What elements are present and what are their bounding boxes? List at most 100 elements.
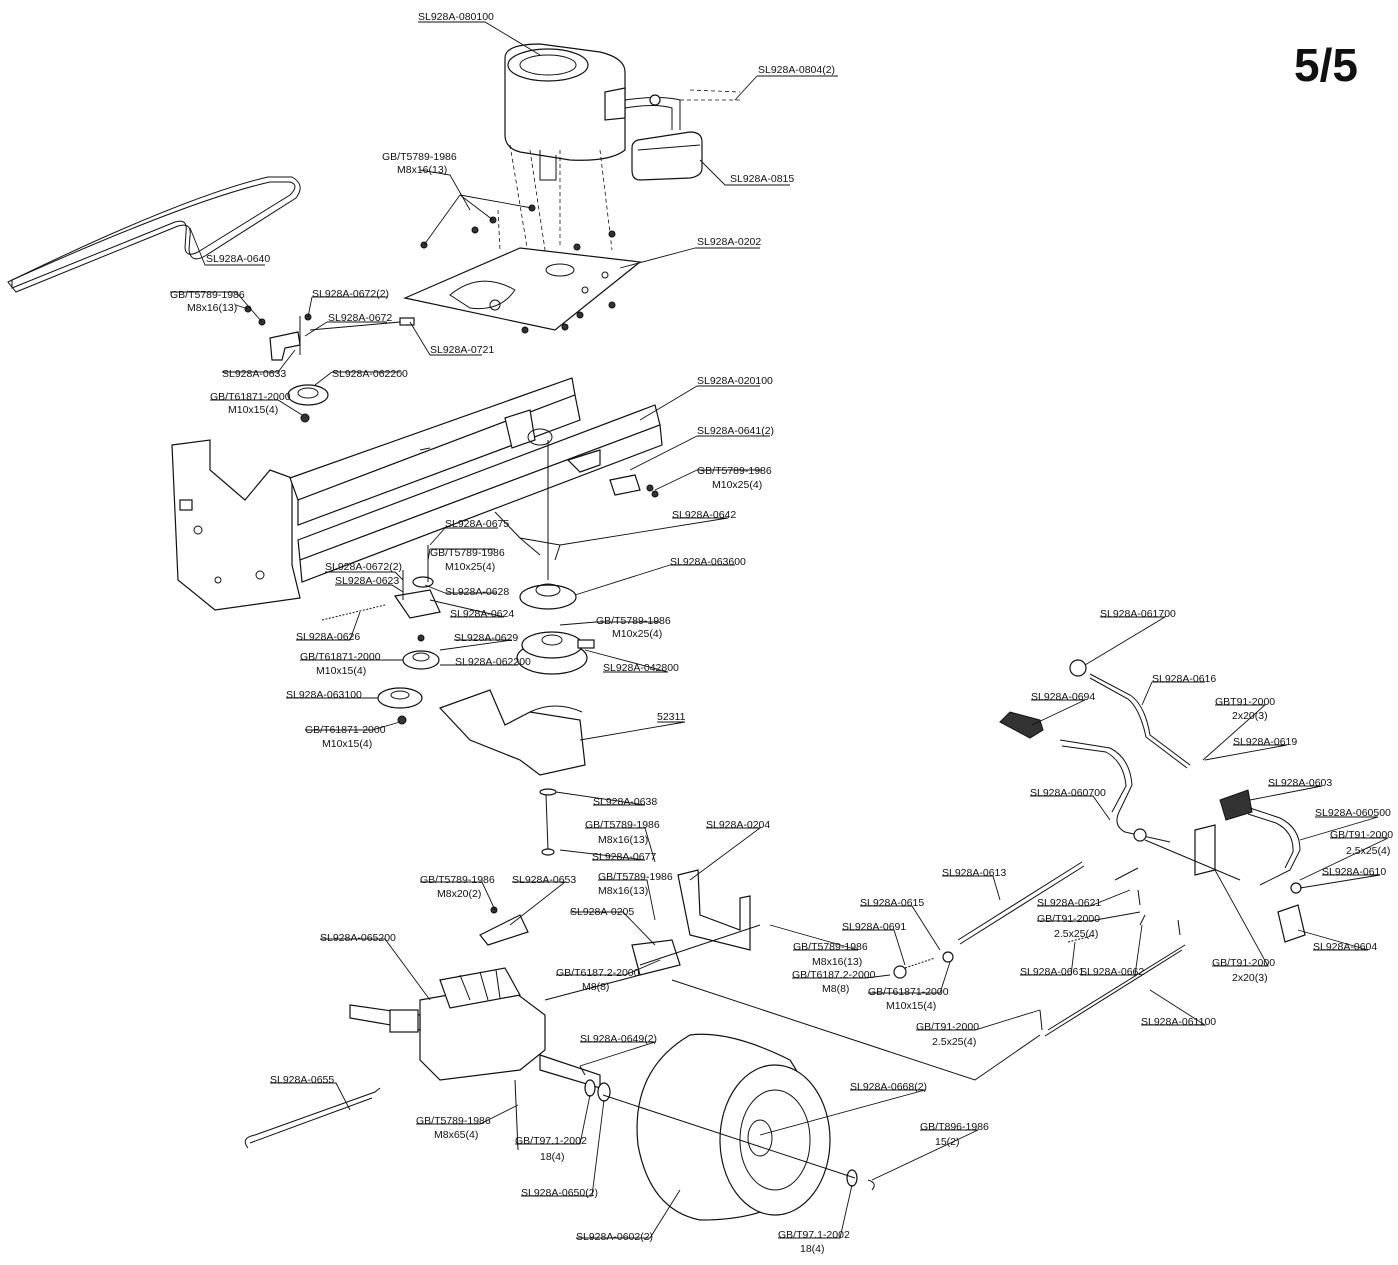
part-label: SL928A-0204	[706, 819, 770, 831]
bracket-0205	[631, 924, 761, 976]
part-label: SL928A-061700	[1100, 608, 1176, 620]
part-label: SL928A-063600	[670, 556, 746, 568]
part-label: SL928A-0202	[697, 236, 761, 248]
part-label: SL928A-042800	[603, 662, 679, 674]
part-label: GB/T5789-1986	[430, 547, 505, 559]
part-label: SL928A-065200	[320, 932, 396, 944]
part-label: GB/T61871-2000	[305, 724, 386, 736]
part-label: 18(4)	[800, 1243, 825, 1255]
engine-assembly	[504, 43, 681, 181]
part-label: M8x16(13)	[598, 885, 648, 897]
part-label: M8x16(13)	[187, 302, 237, 314]
bracket-0653	[479, 906, 529, 946]
drive-belt	[7, 176, 301, 293]
part-label: GB/T6187.2-2000	[556, 967, 640, 979]
part-label: GB/T61871-2000	[868, 986, 949, 998]
part-label: M8x20(2)	[437, 888, 481, 900]
pad-0604	[1277, 904, 1306, 943]
part-label: 2x20(3)	[1232, 972, 1268, 984]
part-label: GB/T97.1-2002	[778, 1229, 850, 1241]
part-label: SL928A-0629	[454, 632, 518, 644]
part-label: SL928A-0638	[593, 796, 657, 808]
spring-0661	[1067, 867, 1146, 943]
page-number: 5/5	[1294, 39, 1358, 91]
part-label: SL928A-0602(2)	[576, 1231, 653, 1243]
part-label: M8x16(13)	[397, 164, 447, 176]
part-label: SL928A-0721	[430, 344, 494, 356]
part-label: GB/T61871-2000	[300, 651, 381, 663]
engine-mount-plate	[403, 247, 642, 331]
pin-0638	[539, 788, 557, 856]
part-label: SL928A-0628	[445, 586, 509, 598]
part-label: SL928A-0623	[335, 575, 399, 587]
part-label: SL928A-0668(2)	[850, 1081, 927, 1093]
pulley-063100	[377, 687, 423, 725]
part-label: GB/T5789-1986	[598, 871, 673, 883]
part-label: GB/T91-2000	[916, 1021, 979, 1033]
part-label: GB/T91-2000	[1212, 957, 1275, 969]
part-label: M8x16(13)	[812, 956, 862, 968]
part-label: SL928A-0661	[1020, 966, 1084, 978]
part-label: SL928A-0613	[942, 867, 1006, 879]
part-label: SL928A-020100	[697, 375, 773, 387]
part-label: SL928A-0650(2)	[521, 1187, 598, 1199]
part-label: SL928A-0815	[730, 173, 794, 185]
part-label: GB/T6187.2-2000	[792, 969, 876, 981]
pulley-left-upper	[287, 384, 329, 423]
springs-0691-0615	[893, 951, 954, 979]
part-label: SL928A-0621	[1037, 897, 1101, 909]
part-label: M10x25(4)	[445, 561, 495, 573]
part-label: SL928A-063100	[286, 689, 362, 701]
part-label: M10x15(4)	[228, 404, 278, 416]
part-label: SL928A-0672	[328, 312, 392, 324]
part-label: SL928A-0616	[1152, 673, 1216, 685]
rod-061100	[1039, 944, 1186, 1037]
part-label: 52311	[657, 711, 686, 723]
tensioner-arm	[393, 545, 441, 619]
part-label: SL928A-0653	[512, 874, 576, 886]
part-label: SL928A-0694	[1031, 691, 1095, 703]
part-label: SL928A-0603	[1268, 777, 1332, 789]
part-label: SL928A-0633	[222, 368, 286, 380]
part-label: SL928A-080100	[418, 11, 494, 23]
pedal-grip-0603	[1219, 789, 1253, 821]
part-label: GB/T5789-1986	[382, 151, 457, 163]
part-label: GB/T97.1-2002	[515, 1135, 587, 1147]
part-label: SL928A-0804(2)	[758, 64, 835, 76]
part-label: SL928A-0691	[842, 921, 906, 933]
part-label: GB/T5789-1986	[416, 1115, 491, 1127]
part-label: SL928A-0677	[592, 851, 656, 863]
part-label: M8x16(13)	[598, 834, 648, 846]
pedal-arm-060700	[1059, 739, 1171, 843]
part-label: 18(4)	[540, 1151, 565, 1163]
rear-wheel	[636, 1033, 831, 1221]
part-label: SL928A-0624	[450, 608, 514, 620]
part-label: 2.5x25(4)	[1054, 928, 1098, 940]
part-label: M10x15(4)	[322, 738, 372, 750]
part-label: M10x25(4)	[712, 479, 762, 491]
part-label: GB/T91-2000	[1330, 829, 1393, 841]
pedal-grip-0694	[999, 711, 1044, 739]
part-label: M10x25(4)	[612, 628, 662, 640]
part-label: GB/T91-2000	[1037, 913, 1100, 925]
bracket-0204	[677, 869, 751, 951]
rod-0616	[1089, 673, 1191, 769]
part-label: SL928A-0672(2)	[312, 288, 389, 300]
part-label: GB/T5789-1986	[793, 941, 868, 953]
part-label: GB/T896-1986	[920, 1121, 989, 1133]
part-label: GB/T5789-1986	[697, 465, 772, 477]
part-label: GB/T5789-1986	[596, 615, 671, 627]
part-label: 2x20(3)	[1232, 710, 1268, 722]
part-label: SL928A-060700	[1030, 787, 1106, 799]
part-label: GB/T61871-2000	[210, 391, 291, 403]
transaxle-065200	[349, 967, 601, 1151]
part-label: SL928A-0675	[445, 518, 509, 530]
part-label: SL928A-0672(2)	[325, 561, 402, 573]
rod-0613	[957, 861, 1085, 945]
part-label: SL928A-0626	[296, 631, 360, 643]
part-label: 2.5x25(4)	[932, 1036, 976, 1048]
part-label: SL928A-0619	[1233, 736, 1297, 748]
part-label: GB/T5789-1986	[420, 874, 495, 886]
part-label: M8(8)	[582, 981, 609, 993]
